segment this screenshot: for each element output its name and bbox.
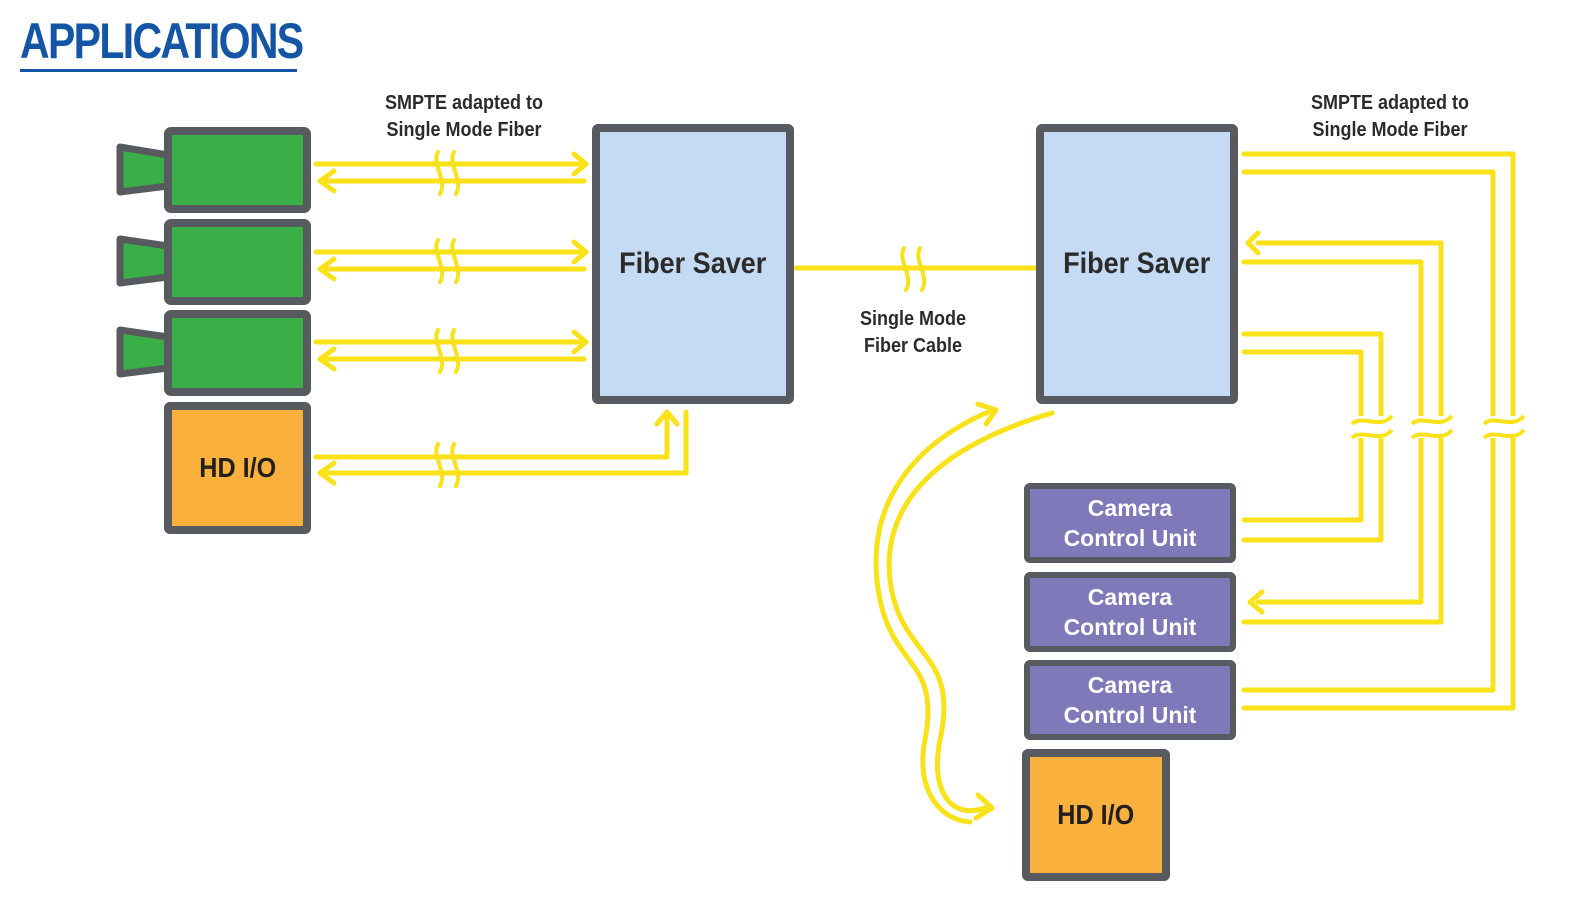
fiber-saver-right: Fiber Saver — [1036, 124, 1238, 404]
hd-io-left-link — [313, 409, 689, 488]
camera-3-lens-icon — [116, 326, 172, 378]
camera-2-icon — [164, 219, 311, 305]
camera-1-lens-icon — [116, 143, 172, 196]
camera-1-link — [313, 150, 589, 196]
ccu-1-line2: Control Unit — [1063, 525, 1197, 551]
hd-io-left: HD I/O — [164, 402, 311, 534]
ccu-3-line1: Camera — [1087, 672, 1173, 698]
camera-control-unit-2: Camera Control Unit — [1024, 572, 1236, 652]
camera-control-unit-3: Camera Control Unit — [1024, 660, 1236, 740]
single-mode-cable-label: Single Mode Fiber Cable — [859, 308, 967, 357]
camera-control-unit-1: Camera Control Unit — [1024, 483, 1236, 563]
ccu-2-line1: Camera — [1087, 584, 1173, 610]
hd-io-right-link — [873, 401, 1055, 825]
ccu-2-line2: Control Unit — [1063, 614, 1197, 640]
camera-3-icon — [164, 310, 311, 396]
title-underline — [20, 69, 297, 72]
fiber-saver-left: Fiber Saver — [592, 124, 794, 404]
single-mode-link — [793, 246, 1039, 292]
left-fiber-label: SMPTE adapted to Single Mode Fiber — [384, 92, 544, 141]
fiber-saver-right-label: Fiber Saver — [1063, 247, 1211, 280]
hd-io-right: HD I/O — [1022, 749, 1170, 881]
fiber-saver-left-label: Fiber Saver — [619, 247, 767, 280]
ccu-3-line2: Control Unit — [1063, 702, 1197, 728]
right-fiber-label: SMPTE adapted to Single Mode Fiber — [1310, 92, 1470, 141]
page-title: APPLICATIONS — [20, 13, 304, 69]
camera-2-link — [313, 238, 589, 284]
ccu-1-line1: Camera — [1087, 495, 1173, 521]
hd-io-left-label: HD I/O — [198, 452, 277, 483]
ccu-2-link — [1241, 230, 1444, 625]
camera-3-link — [313, 328, 589, 374]
hd-io-right-label: HD I/O — [1057, 799, 1135, 830]
camera-1-icon — [164, 127, 311, 213]
right-break-marks — [1350, 414, 1526, 440]
camera-2-lens-icon — [116, 235, 172, 287]
